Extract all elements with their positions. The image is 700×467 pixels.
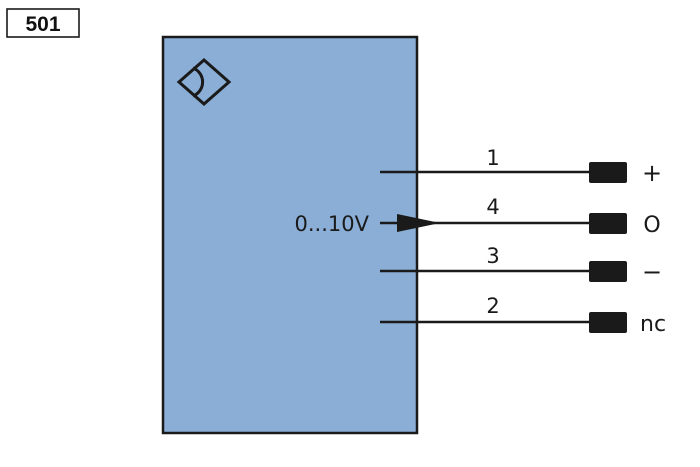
pin-function-3: − [642,258,662,286]
diagram-code-label: 501 [25,13,60,36]
connector-pin-4 [589,213,627,234]
connector-pin-2 [589,312,627,333]
wire-pin-4 [380,214,600,232]
device-body [161,35,419,435]
diagram-code-box: 501 [6,8,80,38]
pin-function-2: nc [640,312,666,337]
pin-number-2: 2 [486,294,499,318]
pin-number-1: 1 [486,146,499,170]
pin-function-4: O [643,213,660,238]
pin-function-1: + [642,159,662,187]
pin-number-4: 4 [486,195,499,219]
output-arrow-icon [397,214,440,232]
pin-number-3: 3 [486,244,499,268]
diamond-sensor-icon [176,58,232,106]
connector-pin-1 [589,162,627,183]
output-signal-label: 0...10V [295,212,370,236]
diagram-code-frame [6,8,80,38]
connector-pin-3 [589,261,627,282]
